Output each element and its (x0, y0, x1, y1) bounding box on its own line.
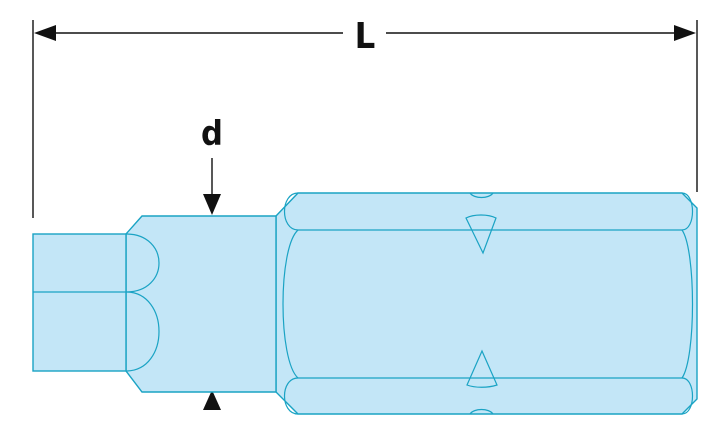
length-right-arrowhead (674, 25, 696, 41)
hex-right-chamfer (681, 192, 694, 415)
length-dimension: L (32, 16, 698, 218)
tip-flute-lower (125, 291, 160, 372)
collar (125, 215, 277, 393)
hex-shank (275, 192, 698, 415)
groove-lower (466, 349, 498, 388)
diameter-lower-arrowhead (203, 390, 221, 410)
diameter-dimension: d (201, 114, 223, 410)
diameter-upper-arrowhead (203, 194, 221, 215)
hex-left-chamfer (284, 192, 299, 415)
groove-upper-notch (469, 192, 494, 199)
tip-flute-upper (33, 233, 160, 293)
groove-lower-notch (469, 408, 494, 415)
screwdriver-bit (32, 192, 698, 415)
hex-center-face (282, 229, 694, 379)
diameter-label: d (201, 114, 223, 154)
driving-tip (32, 233, 127, 372)
hex-upper-edge (298, 229, 682, 379)
groove-upper (465, 214, 497, 255)
length-left-arrowhead (34, 25, 56, 41)
length-label: L (355, 16, 376, 57)
